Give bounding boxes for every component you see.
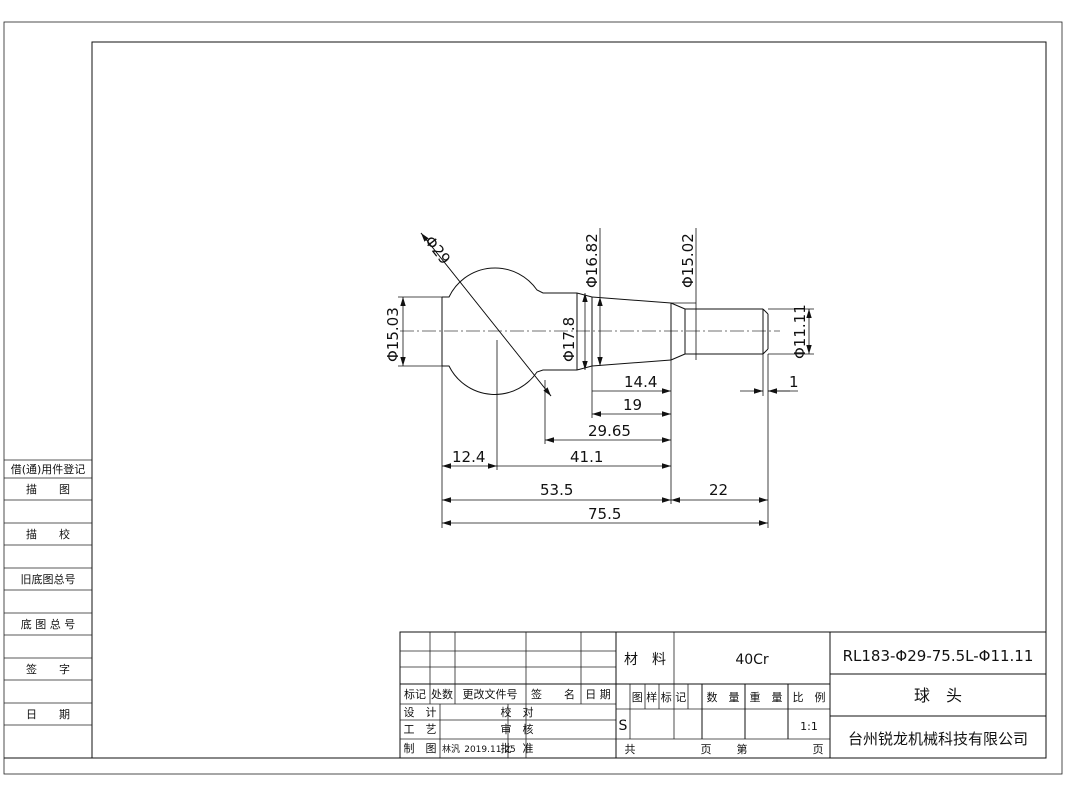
label-check: 校 对 <box>501 705 534 719</box>
dim-taper-dia: Φ15.02 <box>679 233 697 288</box>
dim-tip-dia: Φ11.11 <box>791 304 809 359</box>
side-row-label: 日 期 <box>26 708 70 721</box>
label-page1: 页 <box>701 743 712 756</box>
side-row-label: 旧底图总号 <box>21 572 76 586</box>
rev-header-date: 日 期 <box>585 688 611 701</box>
dim-mid-dia: Φ16.82 <box>583 233 601 288</box>
col-header-weight: 重 量 <box>750 690 783 704</box>
side-row-label: 描 图 <box>26 482 70 496</box>
dim-1: 1 <box>789 373 799 391</box>
label-page2: 页 <box>813 743 824 756</box>
col-header-scale: 比 例 <box>793 690 826 704</box>
rev-header-docno: 更改文件号 <box>463 687 518 701</box>
label-approve: 批 准 <box>501 741 534 755</box>
label-design: 设 计 <box>404 706 437 719</box>
company-name: 台州锐龙机械科技有限公司 <box>848 730 1028 748</box>
dim-22: 22 <box>709 481 728 499</box>
col-header-qty: 数 量 <box>707 691 740 704</box>
rev-header-sign: 签 名 <box>531 687 575 701</box>
material-value: 40Cr <box>735 652 769 668</box>
dim-left-dia: Φ15.03 <box>384 307 402 362</box>
title-block: 标记 处数 更改文件号 签 名 日 期 设 计 校 对 工 艺 审 核 制 图 … <box>399 631 1047 759</box>
dim-41-1: 41.1 <box>570 448 603 466</box>
outer-border <box>3 21 1063 775</box>
dim-53-5: 53.5 <box>540 481 573 499</box>
label-draw: 制 图 <box>404 742 437 755</box>
dim-12-4: 12.4 <box>452 448 485 466</box>
side-panel: 借(通)用件登记 描 图 描 校 旧底图总号 底 图 总 号 签 字 日 期 <box>4 459 92 726</box>
label-nth: 第 <box>737 742 748 756</box>
rev-header-mark: 标记 <box>404 687 426 701</box>
dim-75-5: 75.5 <box>588 505 621 523</box>
mark-value: S <box>619 718 628 734</box>
label-review: 审 核 <box>501 722 534 736</box>
side-row-label: 底 图 总 号 <box>21 617 76 631</box>
dimensions: Φ29 Φ15.03 Φ17.8 Φ16.82 Φ15.02 Φ11.11 <box>384 228 814 528</box>
part-name: 球 头 <box>914 686 962 705</box>
scale-value: 1:1 <box>800 720 818 733</box>
col-header-mark: 图 样 标 记 <box>632 690 687 704</box>
side-row-label: 描 校 <box>26 527 70 541</box>
drawer-name: 林汎 <box>442 743 460 755</box>
dim-14-4: 14.4 <box>624 373 657 391</box>
side-row-label: 签 字 <box>26 662 70 676</box>
material-label: 材 料 <box>624 652 666 668</box>
dim-neck-dia: Φ17.8 <box>560 317 578 362</box>
draw-date: 2019.11.25 <box>464 745 516 755</box>
side-panel-title: 借(通)用件登记 <box>11 462 86 476</box>
rev-header-count: 处数 <box>431 688 453 701</box>
dim-19: 19 <box>623 396 642 414</box>
label-process: 工 艺 <box>404 723 437 736</box>
label-total: 共 <box>625 743 636 756</box>
drawing-number: RL183-Φ29-75.5L-Φ11.11 <box>843 647 1034 665</box>
dim-29-65: 29.65 <box>588 422 631 440</box>
dim-ball-dia: Φ29 <box>421 232 454 267</box>
